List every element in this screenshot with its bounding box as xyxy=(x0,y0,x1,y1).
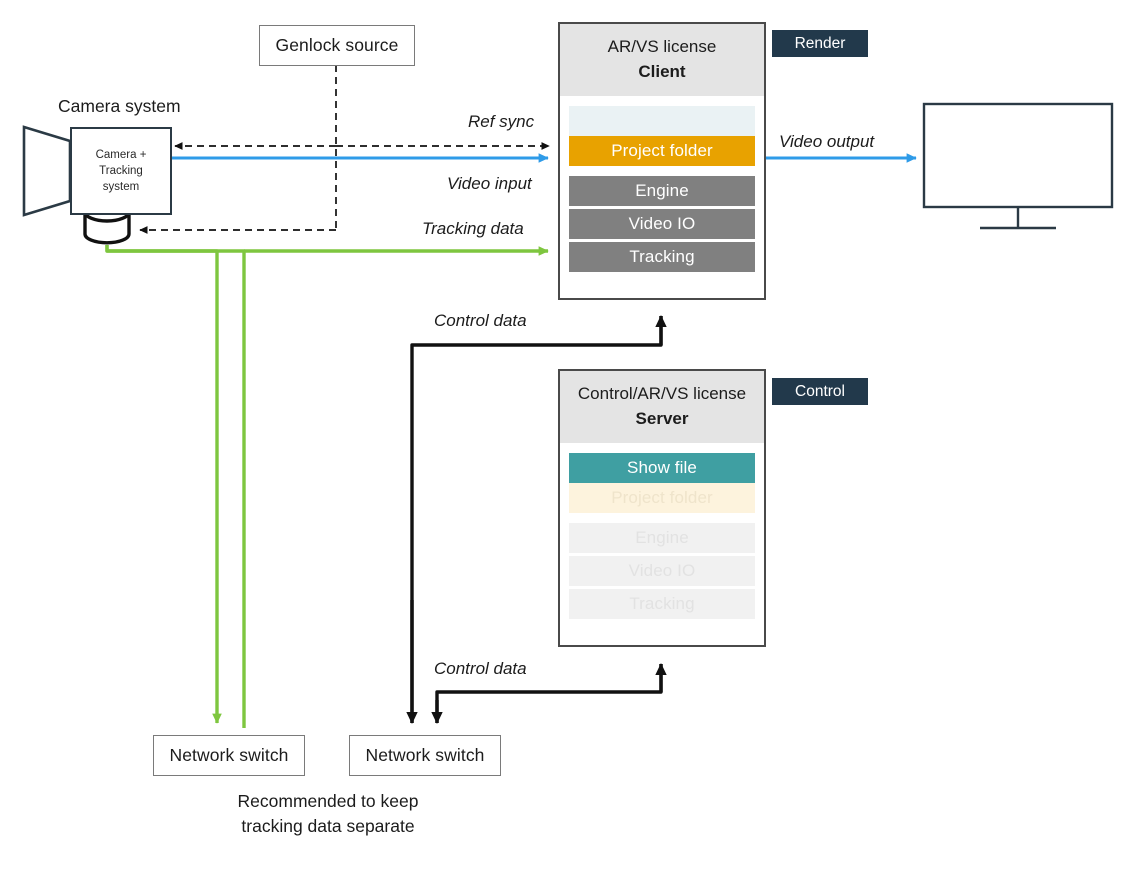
server-bar-engine: Engine xyxy=(569,523,755,553)
control-badge: Control xyxy=(772,378,868,405)
client-bar-engine: Engine xyxy=(569,176,755,206)
client-header: AR/VS license Client xyxy=(560,24,764,96)
client-body: Project folder Engine Video IO Tracking xyxy=(560,96,764,298)
camera-tracking-system-label: Camera + Tracking system xyxy=(95,148,147,194)
client-license-label: AR/VS license xyxy=(607,37,717,57)
camera-tracking-system-box: Camera + Tracking system xyxy=(70,127,172,215)
tracking-puck-icon xyxy=(83,211,131,245)
genlock-source-box: Genlock source xyxy=(259,25,415,66)
client-bar-tracking: Tracking xyxy=(569,242,755,272)
camera-cone-icon xyxy=(22,125,72,217)
edge-label-tracking-data: Tracking data xyxy=(422,219,524,238)
server-bar-project-folder: Project folder xyxy=(569,483,755,513)
monitor-icon xyxy=(922,102,1114,230)
network-switch-left: Network switch xyxy=(153,735,305,776)
client-bar-video-io: Video IO xyxy=(569,209,755,239)
render-badge-label: Render xyxy=(794,34,846,52)
edge-label-control-data-client: Control data xyxy=(434,311,527,330)
render-badge: Render xyxy=(772,30,868,57)
edge-label-control-data-server: Control data xyxy=(434,659,527,678)
network-switch-right: Network switch xyxy=(349,735,501,776)
server-bar-show-file: Show file xyxy=(569,453,755,483)
genlock-source-label: Genlock source xyxy=(275,35,399,55)
edge-ref-sync xyxy=(139,65,550,234)
server-bar-tracking: Tracking xyxy=(569,589,755,619)
edge-label-video-input: Video input xyxy=(447,174,532,193)
edge-label-ref-sync: Ref sync xyxy=(468,112,535,131)
edge-tracking-to-switch xyxy=(105,245,222,724)
server-role-label: Server xyxy=(635,409,689,428)
camera-system-title: Camera system xyxy=(58,96,181,116)
control-badge-label: Control xyxy=(795,382,845,400)
server-bar-video-io: Video IO xyxy=(569,556,755,586)
server-body: Show file Project folder Engine Video IO… xyxy=(560,443,764,645)
client-bar-project-folder: Project folder xyxy=(569,136,755,166)
tracking-separate-note: Recommended to keep tracking data separa… xyxy=(237,791,419,837)
client-machine: AR/VS license Client Project folder Engi… xyxy=(558,22,766,300)
server-header: Control/AR/VS license Server xyxy=(560,371,764,443)
edge-label-video-output: Video output xyxy=(779,132,875,151)
edge-tracking-data xyxy=(105,245,246,728)
client-bar-showfile-empty xyxy=(569,106,755,136)
server-license-label: Control/AR/VS license xyxy=(577,384,747,404)
client-role-label: Client xyxy=(638,62,686,81)
network-switch-right-label: Network switch xyxy=(365,745,485,765)
server-machine: Control/AR/VS license Server Show file P… xyxy=(558,369,766,647)
network-switch-left-label: Network switch xyxy=(169,745,289,765)
